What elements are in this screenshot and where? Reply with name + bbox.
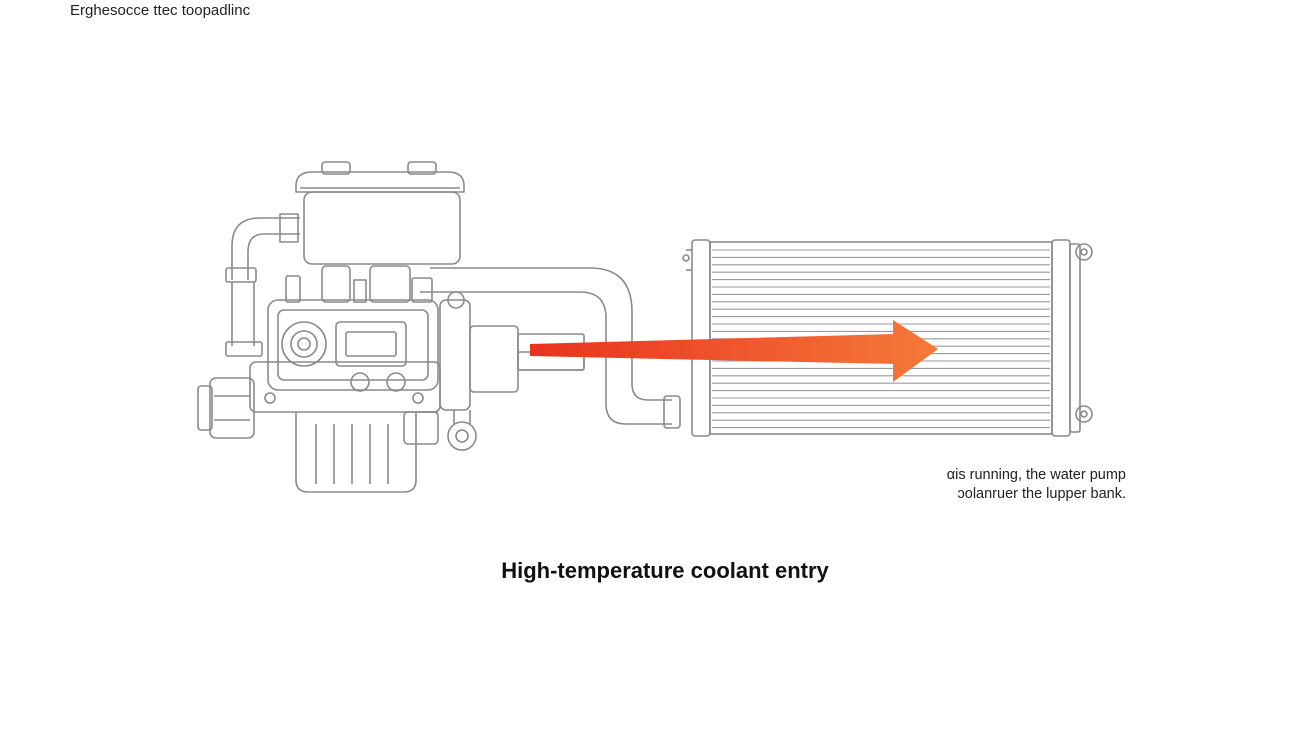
upper-hose [420,267,681,429]
diagram-caption: High-temperature coolant entry [501,558,829,583]
note-line-1: αis running, the water pump [946,467,1126,483]
radiator [682,239,1093,437]
coolant-flow-arrow [530,320,938,382]
header-label: Erghesocce ttec toopadlinc [70,2,251,19]
coolant-reservoir [295,161,465,265]
description-note: αis running, the water pump ɔolanruer th… [934,466,1126,504]
note-line-2: ɔolanruer the lupper bank. [957,486,1126,502]
engine-block [197,161,585,493]
